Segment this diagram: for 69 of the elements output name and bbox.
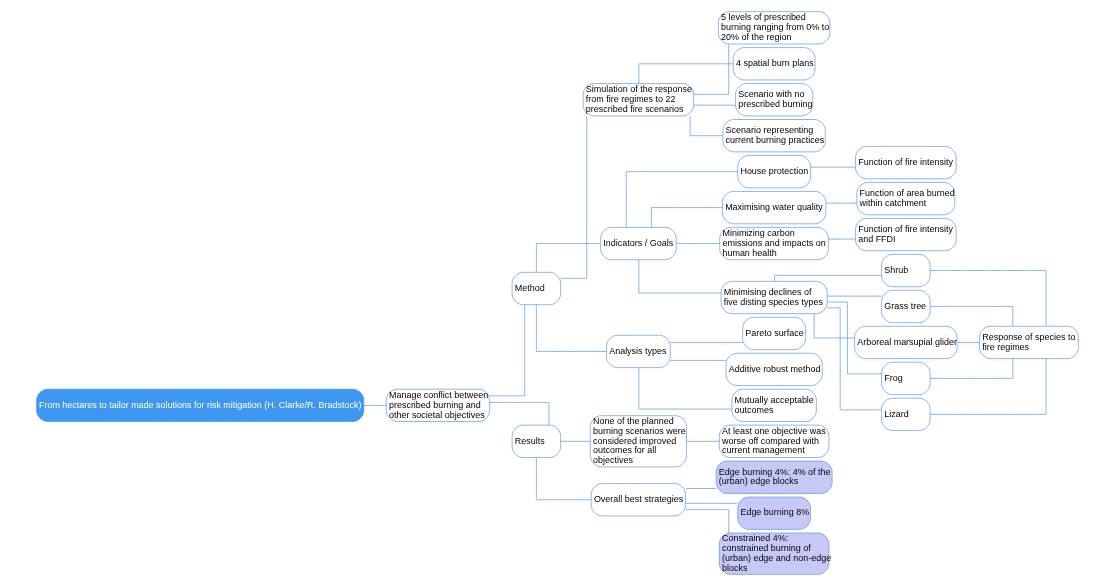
node-box: 4 spatial burn plans bbox=[732, 47, 815, 81]
node-box: At least one objective was worse off compared with current management bbox=[718, 424, 829, 458]
node-box: Constrained 4%: constrained burning of (urban) edge and non-edge blocks bbox=[718, 532, 829, 575]
connector bbox=[559, 115, 587, 279]
node-box: Lizard bbox=[880, 397, 930, 431]
node-box: Minimizing carbon emissions and impacts on human health bbox=[718, 227, 829, 261]
node-box: Maximising water quality bbox=[721, 191, 826, 225]
connector bbox=[638, 259, 721, 294]
connector bbox=[685, 488, 716, 489]
connector bbox=[929, 358, 1013, 379]
connector bbox=[773, 274, 882, 282]
node-box: Scenario representing current burning practices bbox=[722, 119, 826, 153]
node-box: Mutually acceptable outcomes bbox=[731, 388, 817, 422]
node-box: Function of fire intensity and FFDI bbox=[854, 218, 956, 252]
connector bbox=[929, 358, 1046, 415]
node-box: Edge burning 4%: 4% of the (urban) edge blocks bbox=[715, 460, 832, 494]
connector bbox=[929, 306, 1013, 327]
node-box: Minimising declines of five disting species types bbox=[720, 280, 828, 315]
connector bbox=[488, 304, 525, 397]
node-box: None of the planned burning scenarios were considered improved outcomes for all objectives bbox=[589, 415, 687, 468]
node-box: Method bbox=[511, 271, 561, 306]
node-box: Analysis types bbox=[605, 334, 671, 368]
connector bbox=[809, 166, 856, 168]
node-box: Pareto surface bbox=[741, 316, 806, 350]
connector bbox=[363, 405, 386, 406]
node-box: Function of fire intensity bbox=[854, 146, 956, 180]
connector bbox=[669, 360, 726, 361]
node-box: Response of species to fire regimes bbox=[978, 325, 1079, 359]
connector bbox=[489, 402, 549, 426]
node-box: Scenario with no prescribed burning bbox=[734, 83, 813, 117]
connector bbox=[689, 115, 723, 137]
connector bbox=[826, 295, 882, 297]
connector bbox=[638, 63, 734, 84]
connector bbox=[825, 202, 857, 204]
node-box: House protection bbox=[736, 155, 811, 189]
connector bbox=[828, 238, 856, 240]
connector bbox=[675, 243, 720, 244]
node-box: Simulation of the response from fire regimes to 22 prescribed fire scenarios bbox=[582, 83, 694, 117]
connector bbox=[956, 342, 980, 343]
node-box: Arboreal marsupial glider bbox=[853, 325, 957, 359]
node-box: From hectares to tailor made solutions for risk mitigation (H. Clarke/R. Bradstock) bbox=[35, 388, 364, 422]
node-box: Edge burning 8% bbox=[736, 496, 811, 530]
connector bbox=[826, 307, 882, 411]
connector bbox=[535, 457, 591, 501]
connector bbox=[535, 243, 601, 273]
node-box: Overall best strategies bbox=[590, 483, 686, 517]
node-box: Manage conflict between prescribed burning and other societal objectives bbox=[385, 388, 490, 422]
connector bbox=[684, 509, 729, 534]
connector bbox=[638, 367, 732, 410]
node-box: Shrub bbox=[880, 254, 930, 288]
node-box: Grass tree bbox=[880, 289, 930, 324]
connector bbox=[685, 502, 738, 504]
node-box: 5 levels of prescribed burning ranging from 0% to 20% of the region bbox=[717, 11, 830, 45]
connector bbox=[669, 342, 743, 343]
connector bbox=[826, 301, 882, 375]
node-box: Results bbox=[511, 424, 561, 458]
connector bbox=[685, 440, 719, 442]
connector bbox=[692, 43, 729, 95]
node-box: Function of area burned within catchment bbox=[855, 182, 955, 216]
connector bbox=[813, 313, 855, 339]
connector bbox=[929, 270, 1046, 327]
connector bbox=[650, 207, 722, 228]
connector bbox=[559, 440, 590, 442]
connector bbox=[625, 171, 738, 228]
connector bbox=[693, 104, 736, 106]
connector bbox=[535, 304, 607, 352]
node-box: Indicators / Goals bbox=[599, 227, 676, 261]
node-box: Frog bbox=[880, 361, 930, 395]
node-box: Additive robust method bbox=[725, 352, 823, 386]
